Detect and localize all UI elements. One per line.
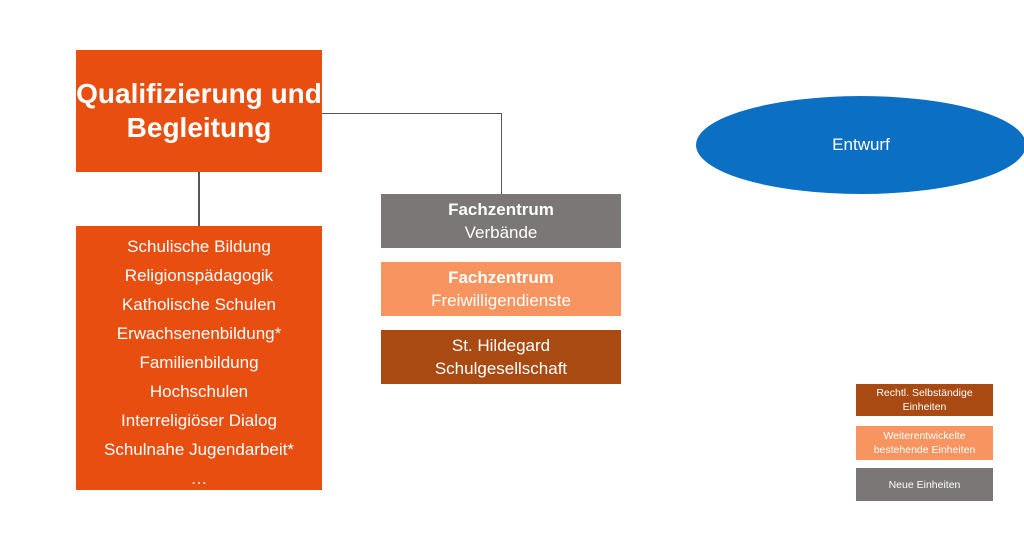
- main-unit-box: Qualifizierung und Begleitung: [76, 50, 322, 172]
- list-item: Interreligiöser Dialog: [121, 411, 277, 430]
- list-item: Erwachsenenbildung*: [116, 324, 282, 343]
- legend-item-line2: Einheiten: [902, 401, 947, 413]
- unit-box-line1: Fachzentrum: [448, 268, 554, 287]
- list-item: Familienbildung: [139, 353, 259, 372]
- unit-box-line2: Schulgesellschaft: [434, 359, 568, 378]
- list-item: Religionspädagogik: [124, 266, 274, 285]
- legend-item-line1: Neue Einheiten: [888, 478, 961, 491]
- connector-main-to-units-vertical: [501, 113, 502, 194]
- department-list-box: Schulische Bildung Religionspädagogik Ka…: [76, 226, 322, 490]
- list-item: Schulnahe Jugendarbeit*: [104, 440, 294, 459]
- legend-item-line1: Weiterentwickelte: [883, 430, 966, 442]
- unit-box-line2: Verbände: [464, 223, 538, 242]
- list-item: Hochschulen: [149, 382, 249, 401]
- draft-ellipse: Entwurf: [696, 96, 1024, 194]
- unit-box-line1: St. Hildegard: [451, 336, 551, 355]
- list-item: Katholische Schulen: [121, 295, 277, 314]
- connector-main-to-list: [198, 172, 200, 226]
- unit-box-freiwilligendienste: Fachzentrum Freiwilligendienste: [381, 262, 621, 316]
- legend-item-line2: bestehende Einheiten: [873, 444, 976, 456]
- unit-box-schulgesellschaft: St. Hildegard Schulgesellschaft: [381, 330, 621, 384]
- main-unit-title-line1: Qualifizierung und: [76, 78, 322, 109]
- unit-box-line1: Fachzentrum: [448, 200, 554, 219]
- legend-item-legal-units: Rechtl. Selbständige Einheiten: [856, 384, 993, 416]
- legend-item-line1: Rechtl. Selbständige: [876, 387, 973, 399]
- draft-label: Entwurf: [832, 135, 890, 154]
- connector-main-to-units-horizontal: [322, 113, 502, 114]
- unit-box-line2: Freiwilligendienste: [431, 291, 571, 310]
- legend-item-new-units: Neue Einheiten: [856, 468, 993, 501]
- legend-item-developed-units: Weiterentwickelte bestehende Einheiten: [856, 426, 993, 460]
- list-item: …: [190, 469, 208, 488]
- unit-box-verbaende: Fachzentrum Verbände: [381, 194, 621, 248]
- main-unit-title-line2: Begleitung: [126, 112, 272, 143]
- list-item: Schulische Bildung: [127, 237, 271, 256]
